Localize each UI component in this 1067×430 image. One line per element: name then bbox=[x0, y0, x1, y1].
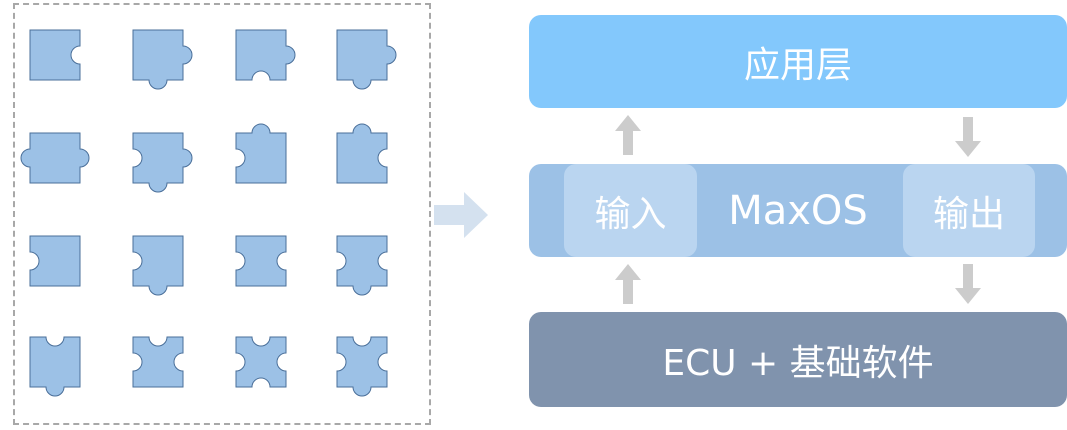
puzzle-piece-icon bbox=[235, 235, 287, 287]
puzzle-piece-icon bbox=[336, 29, 397, 90]
puzzle-piece-icon bbox=[235, 29, 296, 81]
arrow-down-icon bbox=[955, 117, 981, 157]
ecu-layer-label: ECU + 基础软件 bbox=[662, 342, 934, 384]
maxos-label: MaxOS bbox=[728, 187, 868, 234]
ecu-layer: ECU + 基础软件 bbox=[529, 312, 1067, 407]
puzzle-piece-icon bbox=[132, 336, 184, 388]
output-box: 输出 bbox=[903, 164, 1035, 257]
puzzle-pieces-panel bbox=[13, 3, 431, 425]
arrow-up-icon bbox=[615, 115, 641, 155]
puzzle-piece-icon bbox=[336, 235, 388, 296]
arrow-right-icon bbox=[434, 192, 488, 238]
puzzle-piece-icon bbox=[29, 29, 81, 81]
puzzle-piece-icon bbox=[29, 235, 81, 287]
puzzle-piece-icon bbox=[336, 336, 388, 397]
puzzle-piece-icon bbox=[20, 132, 90, 184]
puzzle-piece-icon bbox=[235, 123, 287, 184]
output-label: 输出 bbox=[932, 193, 1005, 235]
puzzle-piece-icon bbox=[132, 29, 193, 90]
puzzle-piece-icon bbox=[132, 132, 193, 193]
arrow-up-icon bbox=[615, 264, 641, 304]
arrow-down-icon bbox=[955, 264, 981, 304]
application-layer-label: 应用层 bbox=[743, 44, 852, 86]
puzzle-piece-icon bbox=[132, 235, 184, 296]
puzzle-piece-icon bbox=[29, 336, 81, 397]
input-label: 输入 bbox=[594, 193, 667, 235]
puzzle-piece-icon bbox=[235, 336, 287, 388]
input-box: 输入 bbox=[564, 164, 697, 257]
puzzle-piece-icon bbox=[336, 123, 388, 184]
application-layer: 应用层 bbox=[529, 15, 1067, 108]
